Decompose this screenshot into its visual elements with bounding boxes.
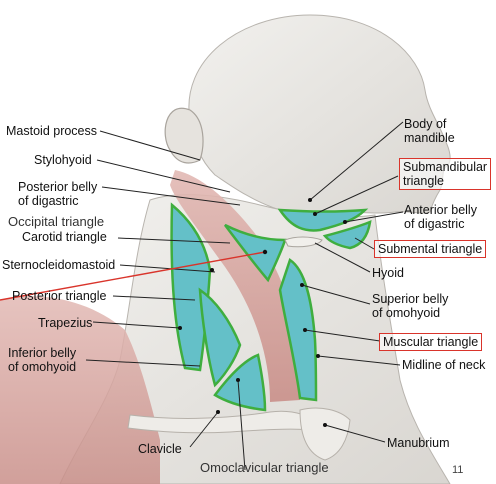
label-line: of digastric (18, 194, 79, 208)
submental-triangle-region (322, 220, 372, 250)
label-occipital-triangle: Occipital triangle (8, 214, 105, 229)
label-carotid-triangle: Carotid triangle (22, 230, 107, 244)
label-line: of omohyoid (372, 306, 441, 320)
omoclavicular-triangle-region (213, 353, 267, 412)
label-trapezius: Trapezius (38, 316, 93, 330)
red-pointer-line (0, 251, 266, 301)
label-clavicle: Clavicle (138, 442, 182, 456)
label-anterior-belly-digastric: Anterior belly of digastric (404, 203, 477, 231)
label-inferior-belly-omohyoid: Inferior belly of omohyoid (8, 346, 76, 374)
label-line: mandible (404, 131, 455, 145)
label-posterior-belly-digastric: Posterior belly of digastric (18, 180, 97, 208)
label-line: Posterior belly (18, 180, 98, 194)
marker-dots (178, 198, 347, 427)
muscular-triangle-region (278, 258, 318, 402)
carotid-triangle-region (224, 223, 287, 283)
label-submental-triangle: Submental triangle (374, 240, 487, 258)
label-sternocleidomastoid: Sternocleidomastoid (2, 258, 116, 272)
label-muscular-triangle: Muscular triangle (379, 333, 483, 351)
triangles (170, 202, 372, 412)
hyoid-bone (284, 236, 323, 248)
label-manubrium: Manubrium (387, 436, 450, 450)
label-line: of digastric (404, 217, 465, 231)
label-posterior-triangle: Posterior triangle (12, 289, 107, 303)
label-superior-belly-omohyoid: Superior belly of omohyoid (372, 292, 448, 320)
label-omoclavicular-triangle: Omoclavicular triangle (200, 460, 329, 475)
label-body-of-mandible: Body of mandible (404, 117, 455, 145)
manubrium-bone (299, 407, 351, 461)
submandibular-triangle-region (277, 208, 369, 232)
label-submandibular-triangle: Submandibular triangle (399, 158, 492, 190)
label-line: Body of (404, 117, 447, 131)
label-line: Superior belly (372, 292, 449, 306)
sternocleidomastoid-muscle (170, 170, 301, 402)
label-line: Submandibular (403, 160, 488, 174)
shoulder-trapezius-area (0, 296, 160, 484)
label-line: Inferior belly (8, 346, 77, 360)
label-midline-of-neck: Midline of neck (402, 358, 486, 372)
posterior-triangle-region (198, 287, 242, 388)
label-line: Anterior belly (404, 203, 477, 217)
page-number: 11 (452, 464, 464, 476)
ear (164, 107, 204, 164)
label-mastoid-process: Mastoid process (6, 124, 98, 138)
label-line: of omohyoid (8, 360, 77, 374)
label-hyoid: Hyoid (372, 266, 404, 280)
leader-lines (85, 121, 404, 471)
label-stylohyoid: Stylohyoid (34, 153, 92, 167)
label-line: triangle (403, 174, 444, 188)
